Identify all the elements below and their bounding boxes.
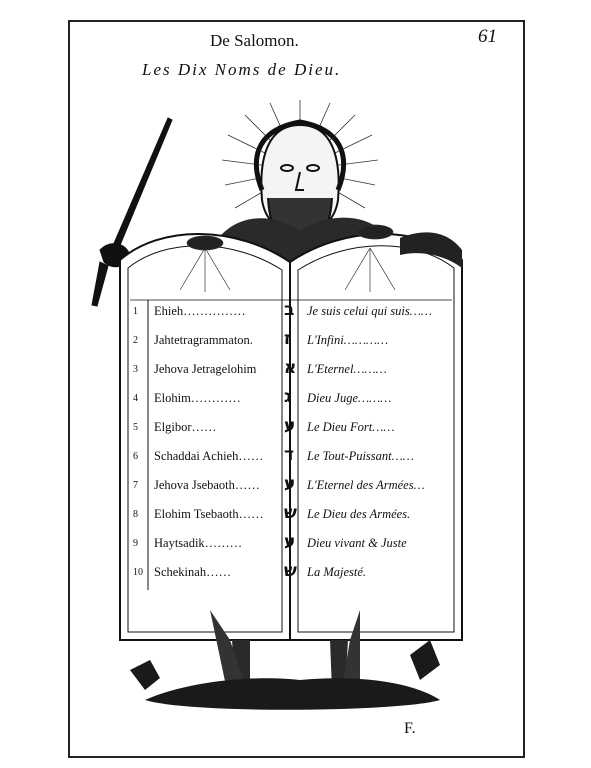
page-number: 61 <box>478 26 497 47</box>
row-number: 5 <box>133 422 138 433</box>
hebrew-letter: ז <box>284 329 291 349</box>
name-meaning: L'Eternel des Armées… <box>307 478 425 492</box>
divine-name: Schaddai Achieh…… <box>154 449 264 463</box>
hebrew-letter: ד <box>284 445 294 465</box>
table-row: 6 Schaddai Achieh…… ד Le Tout-Puissant…… <box>130 445 452 469</box>
table-row: 7 Jehova Jsebaoth…… ע L'Eternel des Armées… <box>130 474 452 498</box>
hebrew-letter: ע <box>284 532 296 552</box>
row-number: 10 <box>133 567 143 578</box>
hebrew-letter: א <box>284 358 297 378</box>
running-head: De Salomon. <box>210 31 299 50</box>
table-row: 3 Jehova Jetragelohim א L'Eternel……… <box>130 358 452 382</box>
divine-name: Jehova Jetragelohim <box>154 362 257 376</box>
name-meaning: Le Tout-Puissant…… <box>307 449 414 463</box>
hebrew-letter: ג <box>284 387 292 407</box>
row-number: 6 <box>133 451 138 462</box>
name-meaning: La Majesté. <box>307 565 367 579</box>
divine-name: Ehieh…………… <box>154 304 246 318</box>
row-number: 8 <box>133 509 138 520</box>
row-number: 1 <box>133 306 138 317</box>
table-row: 5 Elgibor…… ע Le Dieu Fort…… <box>130 416 452 440</box>
divine-name: Elohim………… <box>154 391 241 405</box>
page-border <box>68 20 525 758</box>
table-row: 9 Haytsadik……… ע Dieu vivant & Juste <box>130 532 452 556</box>
divine-name: Jehova Jsebaoth…… <box>154 478 260 492</box>
row-number: 4 <box>133 393 138 404</box>
divine-name: Elohim Tsebaoth…… <box>154 507 264 521</box>
table-row: 8 Elohim Tsebaoth…… ש Le Dieu des Armées. <box>130 503 452 527</box>
figure-hand <box>400 232 462 268</box>
signature-initial: F. <box>404 720 416 737</box>
row-number: 9 <box>133 538 138 549</box>
hebrew-letter: ב <box>284 300 295 320</box>
row-number: 3 <box>133 364 138 375</box>
page-title: Les Dix Noms de Dieu. <box>142 60 342 79</box>
hebrew-letter: ש <box>284 503 297 523</box>
tablet-cloud-rays <box>179 224 396 292</box>
divine-name: Elgibor…… <box>154 420 217 434</box>
hebrew-letter: ש <box>284 561 297 581</box>
tablets <box>119 233 463 641</box>
name-meaning: L'Eternel……… <box>307 362 387 376</box>
table-row: 2 Jahtetragrammaton. ז L'Infini………… <box>130 329 452 353</box>
name-meaning: Dieu Juge……… <box>307 391 392 405</box>
hebrew-letter: ע <box>284 416 296 436</box>
table-row: 4 Elohim………… ג Dieu Juge……… <box>130 387 452 411</box>
table-row: 1 Ehieh…………… ב Je suis celui qui suis…… <box>130 300 452 324</box>
row-number: 7 <box>133 480 138 491</box>
row-number: 2 <box>133 335 138 346</box>
table-row: 10 Schekinah…… ש La Majesté. <box>130 561 452 585</box>
name-meaning: Le Dieu des Armées. <box>307 507 411 521</box>
name-meaning: Le Dieu Fort…… <box>307 420 395 434</box>
divine-name: Jahtetragrammaton. <box>154 333 253 347</box>
name-meaning: Dieu vivant & Juste <box>307 536 407 550</box>
divine-name: Schekinah…… <box>154 565 232 579</box>
name-meaning: Je suis celui qui suis…… <box>307 304 432 318</box>
hebrew-letter: ע <box>284 474 296 494</box>
name-meaning: L'Infini………… <box>307 333 389 347</box>
divine-name: Haytsadik……… <box>154 536 243 550</box>
ground <box>130 640 440 710</box>
